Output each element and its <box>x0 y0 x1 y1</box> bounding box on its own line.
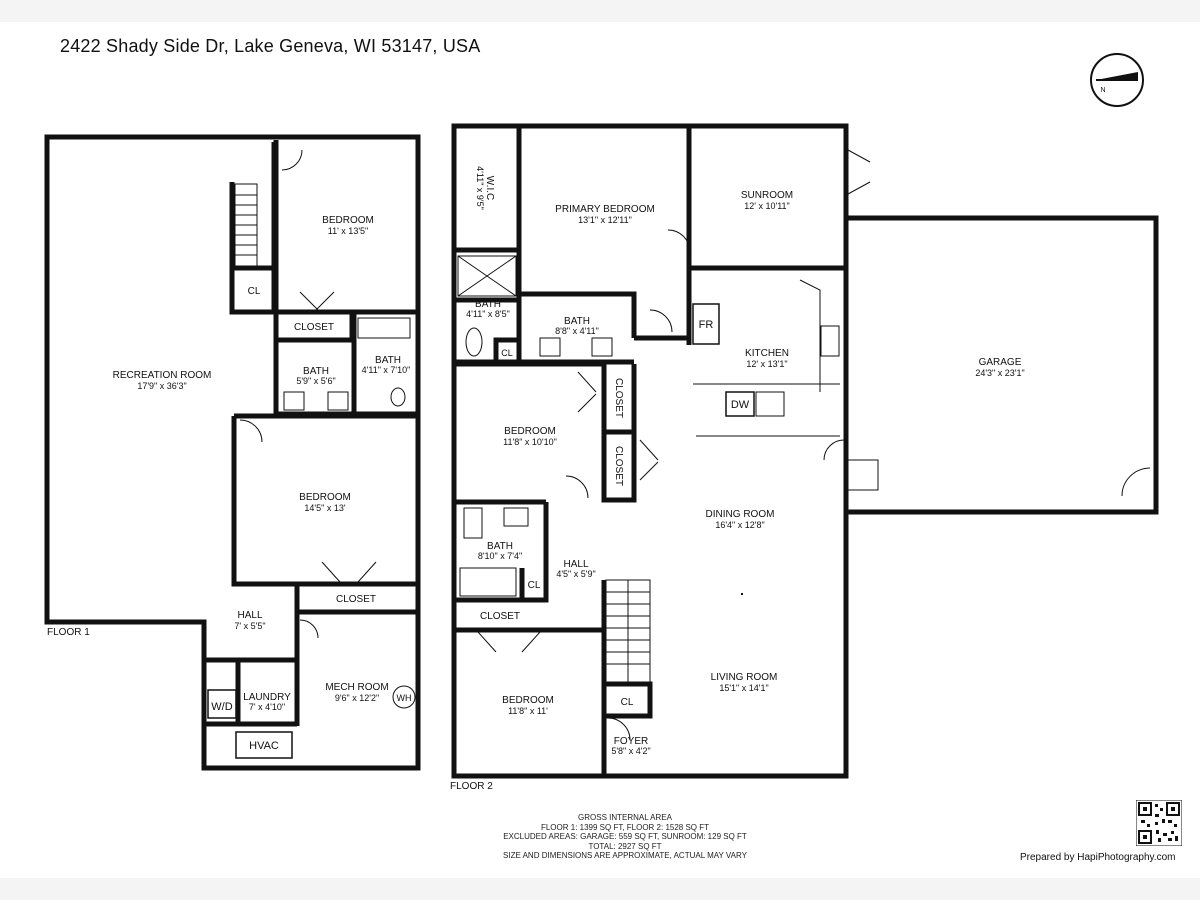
room-garage-dims: 24'3" x 23'1" <box>975 368 1024 378</box>
room-bedroom-a-name: BEDROOM <box>504 426 556 437</box>
room-cl-2-name: CL <box>528 580 541 591</box>
qr-code-icon <box>1136 800 1182 846</box>
area-total-line: TOTAL: 2927 SQ FT <box>588 841 662 851</box>
room-hall-dims: 7' x 5'5" <box>234 621 265 631</box>
room-bedroom-b-name: BEDROOM <box>502 695 554 706</box>
floor-1-walls <box>44 134 421 771</box>
room-bath-hall-dims: 8'8" x 4'11" <box>555 326 599 336</box>
room-bedroom-1-name: BEDROOM <box>322 215 374 226</box>
fixture-fridge: FR <box>699 319 714 331</box>
floor-1-labels: RECREATION ROOM 17'9" x 36'3" BEDROOM 11… <box>47 215 412 752</box>
room-bath-2-dims: 4'11" x 7'10" <box>362 365 411 375</box>
floor-1-fixtures <box>207 149 416 759</box>
floor-2-walls <box>451 123 1159 779</box>
bottom-strip <box>0 878 1200 900</box>
fixture-dishwasher: DW <box>731 399 750 411</box>
floor-2-fixtures <box>457 149 1151 741</box>
room-bath-1-name: BATH <box>303 366 329 377</box>
area-title: GROSS INTERNAL AREA <box>578 813 672 822</box>
room-primary-bedroom-dims: 13'1" x 12'11" <box>578 215 632 225</box>
room-foyer-name: FOYER <box>614 736 648 747</box>
fixture-washer-dryer: W/D <box>211 701 232 713</box>
area-disclaimer: SIZE AND DIMENSIONS ARE APPROXIMATE, ACT… <box>503 851 747 860</box>
fixture-hvac: HVAC <box>249 740 279 752</box>
room-bedroom-b-dims: 11'8" x 11' <box>508 706 548 716</box>
room-hall-2-dims: 4'5" x 5'9" <box>556 569 595 579</box>
room-sunroom-name: SUNROOM <box>741 190 793 201</box>
room-dining-dims: 16'4" x 12'8" <box>715 520 764 530</box>
room-bath-1-dims: 5'9" x 5'6" <box>296 376 335 386</box>
room-closet-1-name: CLOSET <box>294 322 334 333</box>
room-living-dims: 15'1" x 14'1" <box>719 683 768 693</box>
room-cl-name: CL <box>248 286 261 297</box>
room-hall-name: HALL <box>237 610 262 621</box>
room-bath-hall-name: BATH <box>564 316 590 327</box>
room-primary-bedroom-name: PRIMARY BEDROOM <box>555 204 655 215</box>
area-floors-line: FLOOR 1: 1399 SQ FT, FLOOR 2: 1528 SQ FT <box>540 822 710 832</box>
room-closet-2-name: CLOSET <box>336 594 376 605</box>
room-wic-name: W.I.C <box>484 176 495 200</box>
room-laundry-name: LAUNDRY <box>243 692 291 703</box>
room-cl-3-name: CL <box>621 697 634 708</box>
credit-text: Prepared by HapiPhotography.com <box>1020 852 1176 863</box>
room-kitchen-dims: 12' x 13'1" <box>746 359 787 369</box>
room-bedroom-2-dims: 14'5" x 13' <box>304 503 345 513</box>
room-bath-b-name: BATH <box>487 541 513 552</box>
room-living-name: LIVING ROOM <box>711 672 778 683</box>
room-bedroom-2-name: BEDROOM <box>299 492 351 503</box>
room-foyer-dims: 5'8" x 4'2" <box>611 746 650 756</box>
room-sunroom-dims: 12' x 10'11" <box>744 201 790 211</box>
fixture-water-heater: WH <box>397 693 412 703</box>
floor-1-stairs <box>234 183 258 267</box>
floor-2-labels: W.I.C 4'11" x 9'5" PRIMARY BEDROOM 13'1"… <box>450 166 1025 792</box>
room-bath-2-name: BATH <box>375 355 401 366</box>
room-recreation-name: RECREATION ROOM <box>113 370 212 381</box>
room-bath-primary-name: BATH <box>475 299 501 310</box>
room-dining-name: DINING ROOM <box>706 509 775 520</box>
room-closet-c-name: CLOSET <box>480 611 520 622</box>
room-laundry-dims: 7' x 4'10" <box>249 702 285 712</box>
room-bath-primary-dims: 4'11" x 8'5" <box>466 309 510 319</box>
room-bedroom-a-dims: 11'8" x 10'10" <box>503 437 557 447</box>
room-closet-b-name: CLOSET <box>613 446 624 486</box>
floor-1-label: FLOOR 1 <box>47 627 90 638</box>
svg-text:N: N <box>1100 87 1105 94</box>
north-arrow-icon: N <box>1090 53 1144 107</box>
floor-2-stairs <box>605 579 651 683</box>
room-mech-dims: 9'6" x 12'2" <box>335 693 379 703</box>
room-closet-a-name: CLOSET <box>613 378 624 418</box>
room-bedroom-1-dims: 11' x 13'5" <box>328 226 369 236</box>
room-kitchen-name: KITCHEN <box>745 348 789 359</box>
room-hall-2-name: HALL <box>563 559 588 570</box>
room-mech-name: MECH ROOM <box>325 682 388 693</box>
room-bath-b-dims: 8'10" x 7'4" <box>478 551 522 561</box>
area-excluded-line: EXCLUDED AREAS: GARAGE: 559 SQ FT, SUNRO… <box>503 832 747 841</box>
address-title: 2422 Shady Side Dr, Lake Geneva, WI 5314… <box>60 36 481 56</box>
room-wic-dims: 4'11" x 9'5" <box>475 166 485 210</box>
room-garage-name: GARAGE <box>979 357 1022 368</box>
top-strip <box>0 0 1200 22</box>
room-recreation-dims: 17'9" x 36'3" <box>137 381 186 391</box>
room-cl-1-name: CL <box>501 348 513 358</box>
floor-2-label: FLOOR 2 <box>450 781 493 792</box>
gross-area-summary: GROSS INTERNAL AREA FLOOR 1: 1399 SQ FT,… <box>470 813 780 861</box>
